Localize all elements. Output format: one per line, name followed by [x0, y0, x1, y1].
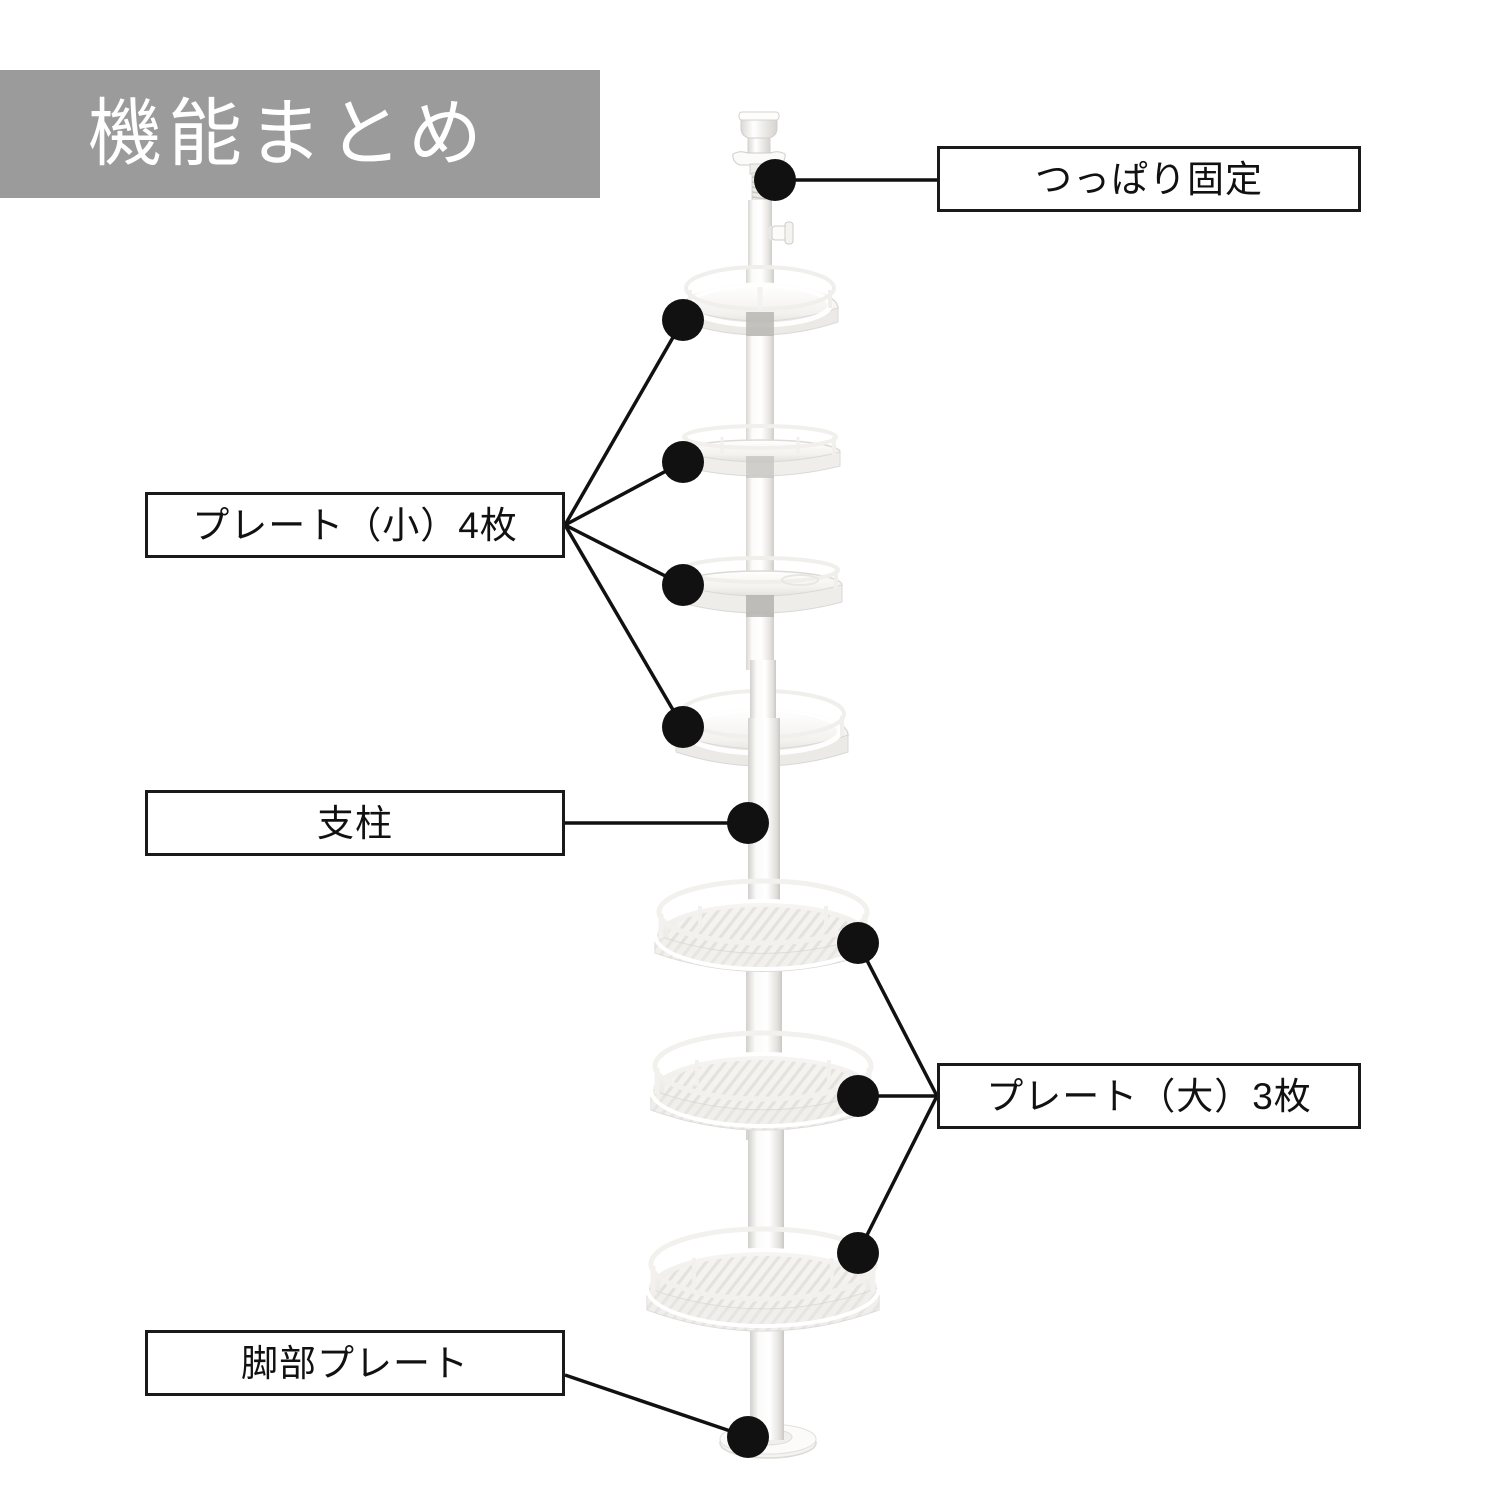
- callout-foot-plate: 脚部プレート: [145, 1330, 565, 1396]
- callout-support-pole-label: 支柱: [317, 802, 393, 844]
- anchor-dot-foot-plate: [727, 1416, 769, 1458]
- callout-small-plate: プレート（小）4枚: [145, 492, 565, 558]
- header-banner: 機能まとめ: [0, 70, 600, 198]
- large-plate-3: [645, 1226, 881, 1332]
- leader-foot-plate: [564, 1373, 769, 1458]
- large-plate-2: [649, 1030, 877, 1131]
- callout-foot-plate-label: 脚部プレート: [241, 1342, 469, 1384]
- page-title: 機能まとめ: [88, 92, 488, 175]
- leader-tension-fix: [754, 159, 937, 201]
- anchor-dot-small-plate-2: [662, 441, 704, 483]
- leader-large-plates: [837, 922, 939, 1274]
- anchor-dot-support-pole: [727, 802, 769, 844]
- adjust-knob: [767, 221, 794, 245]
- callout-small-plate-label: プレート（小）4枚: [192, 504, 518, 546]
- callout-support-pole: 支柱: [145, 790, 565, 856]
- small-plate-2: [679, 424, 841, 478]
- anchor-dot-tension-fix: [754, 159, 796, 201]
- callout-tension-fix-label: つっぱり固定: [1035, 158, 1263, 200]
- anchor-dot-small-plate-3: [662, 564, 704, 606]
- anchor-dot-small-plate-4: [662, 706, 704, 748]
- large-plate-1: [653, 878, 873, 972]
- anchor-dot-large-plate-1: [837, 922, 879, 964]
- anchor-dot-large-plate-2: [837, 1075, 879, 1117]
- anchor-dot-small-plate-1: [662, 299, 704, 341]
- callout-large-plate: プレート（大）3枚: [937, 1063, 1361, 1129]
- callout-large-plate-label: プレート（大）3枚: [986, 1075, 1312, 1117]
- leader-support-pole: [565, 802, 769, 844]
- anchor-dot-large-plate-3: [837, 1232, 879, 1274]
- callout-tension-fix: つっぱり固定: [937, 146, 1361, 212]
- leader-small-plates: [563, 299, 704, 748]
